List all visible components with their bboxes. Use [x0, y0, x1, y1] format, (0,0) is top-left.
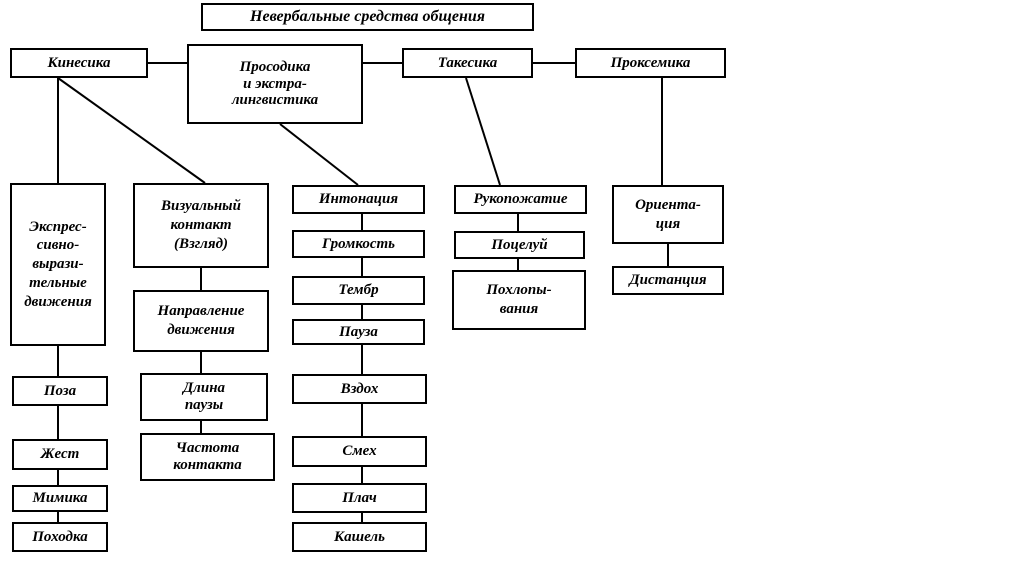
node-pause: Пауза [292, 319, 425, 345]
node-intonation: Интонация [292, 185, 425, 214]
node-movement-direction: Направление движения [133, 290, 269, 352]
category-kinesics: Кинесика [10, 48, 148, 78]
node-distance: Дистанция [612, 266, 724, 295]
node-pause-length: Длина паузы [140, 373, 268, 421]
node-orientation: Ориента- ция [612, 185, 724, 244]
node-loudness: Громкость [292, 230, 425, 258]
node-visual-contact: Визуальный контакт (Взгляд) [133, 183, 269, 268]
node-contact-frequency: Частота контакта [140, 433, 275, 481]
node-timbre: Тембр [292, 276, 425, 305]
node-kiss: Поцелуй [454, 231, 585, 259]
node-sigh: Вздох [292, 374, 427, 404]
connector-kinesics-visual [57, 77, 206, 184]
node-mimicry: Мимика [12, 485, 108, 512]
connector-takesics-handshake [465, 77, 501, 186]
node-crying: Плач [292, 483, 427, 513]
category-takesics: Такесика [402, 48, 533, 78]
category-proxemics: Проксемика [575, 48, 726, 78]
node-gesture: Жест [12, 439, 108, 470]
node-pose: Поза [12, 376, 108, 406]
node-gait: Походка [12, 522, 108, 552]
node-patting: Похлопы- вания [452, 270, 586, 330]
connector-prosody-intonation [279, 123, 359, 186]
root-title: Невербальные средства общения [201, 3, 534, 31]
node-handshake: Рукопожатие [454, 185, 587, 214]
node-laughter: Смех [292, 436, 427, 467]
node-expressive-movements: Экспрес- сивно- вырази- тельные движения [10, 183, 106, 346]
category-prosody: Просодика и экстра- лингвистика [187, 44, 363, 124]
node-cough: Кашель [292, 522, 427, 552]
